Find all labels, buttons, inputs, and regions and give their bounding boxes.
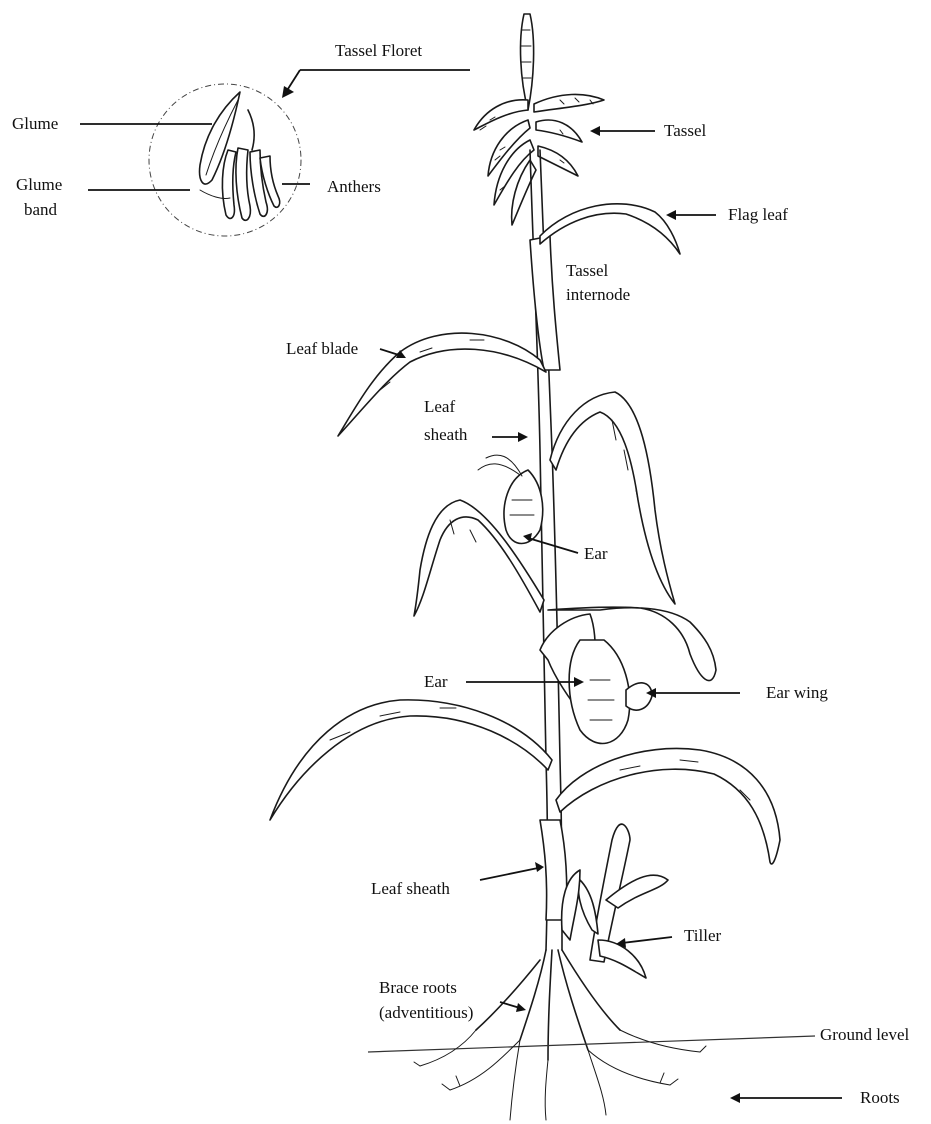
label-glume-band-line2: band <box>24 200 58 219</box>
label-leaf-blade: Leaf blade <box>286 339 358 358</box>
label-ground-level: Ground level <box>820 1025 910 1044</box>
tassel-floret-inset <box>149 84 301 236</box>
label-ear-lower: Ear <box>424 672 448 691</box>
label-anthers: Anthers <box>327 177 381 196</box>
label-leaf-sheath-lower: Leaf sheath <box>371 879 450 898</box>
label-ear-wing: Ear wing <box>766 683 828 702</box>
label-tiller: Tiller <box>684 926 722 945</box>
label-leaf-sheath-upper-line2: sheath <box>424 425 468 444</box>
label-brace-roots-line2: (adventitious) <box>379 1003 473 1022</box>
label-glume-band-line1: Glume <box>16 175 62 194</box>
label-brace-roots-line1: Brace roots <box>379 978 457 997</box>
label-tassel-floret: Tassel Floret <box>335 41 422 60</box>
label-roots: Roots <box>860 1088 900 1107</box>
labels: Tassel Floret Glume Glume band Anthers T… <box>12 41 910 1107</box>
label-flag-leaf: Flag leaf <box>728 205 788 224</box>
label-tassel: Tassel <box>664 121 707 140</box>
label-glume: Glume <box>12 114 58 133</box>
label-tassel-internode-line1: Tassel <box>566 261 609 280</box>
label-leaf-sheath-upper-line1: Leaf <box>424 397 455 416</box>
pointer-lines <box>80 70 842 1103</box>
label-ear-upper: Ear <box>584 544 608 563</box>
label-tassel-internode-line2: internode <box>566 285 630 304</box>
